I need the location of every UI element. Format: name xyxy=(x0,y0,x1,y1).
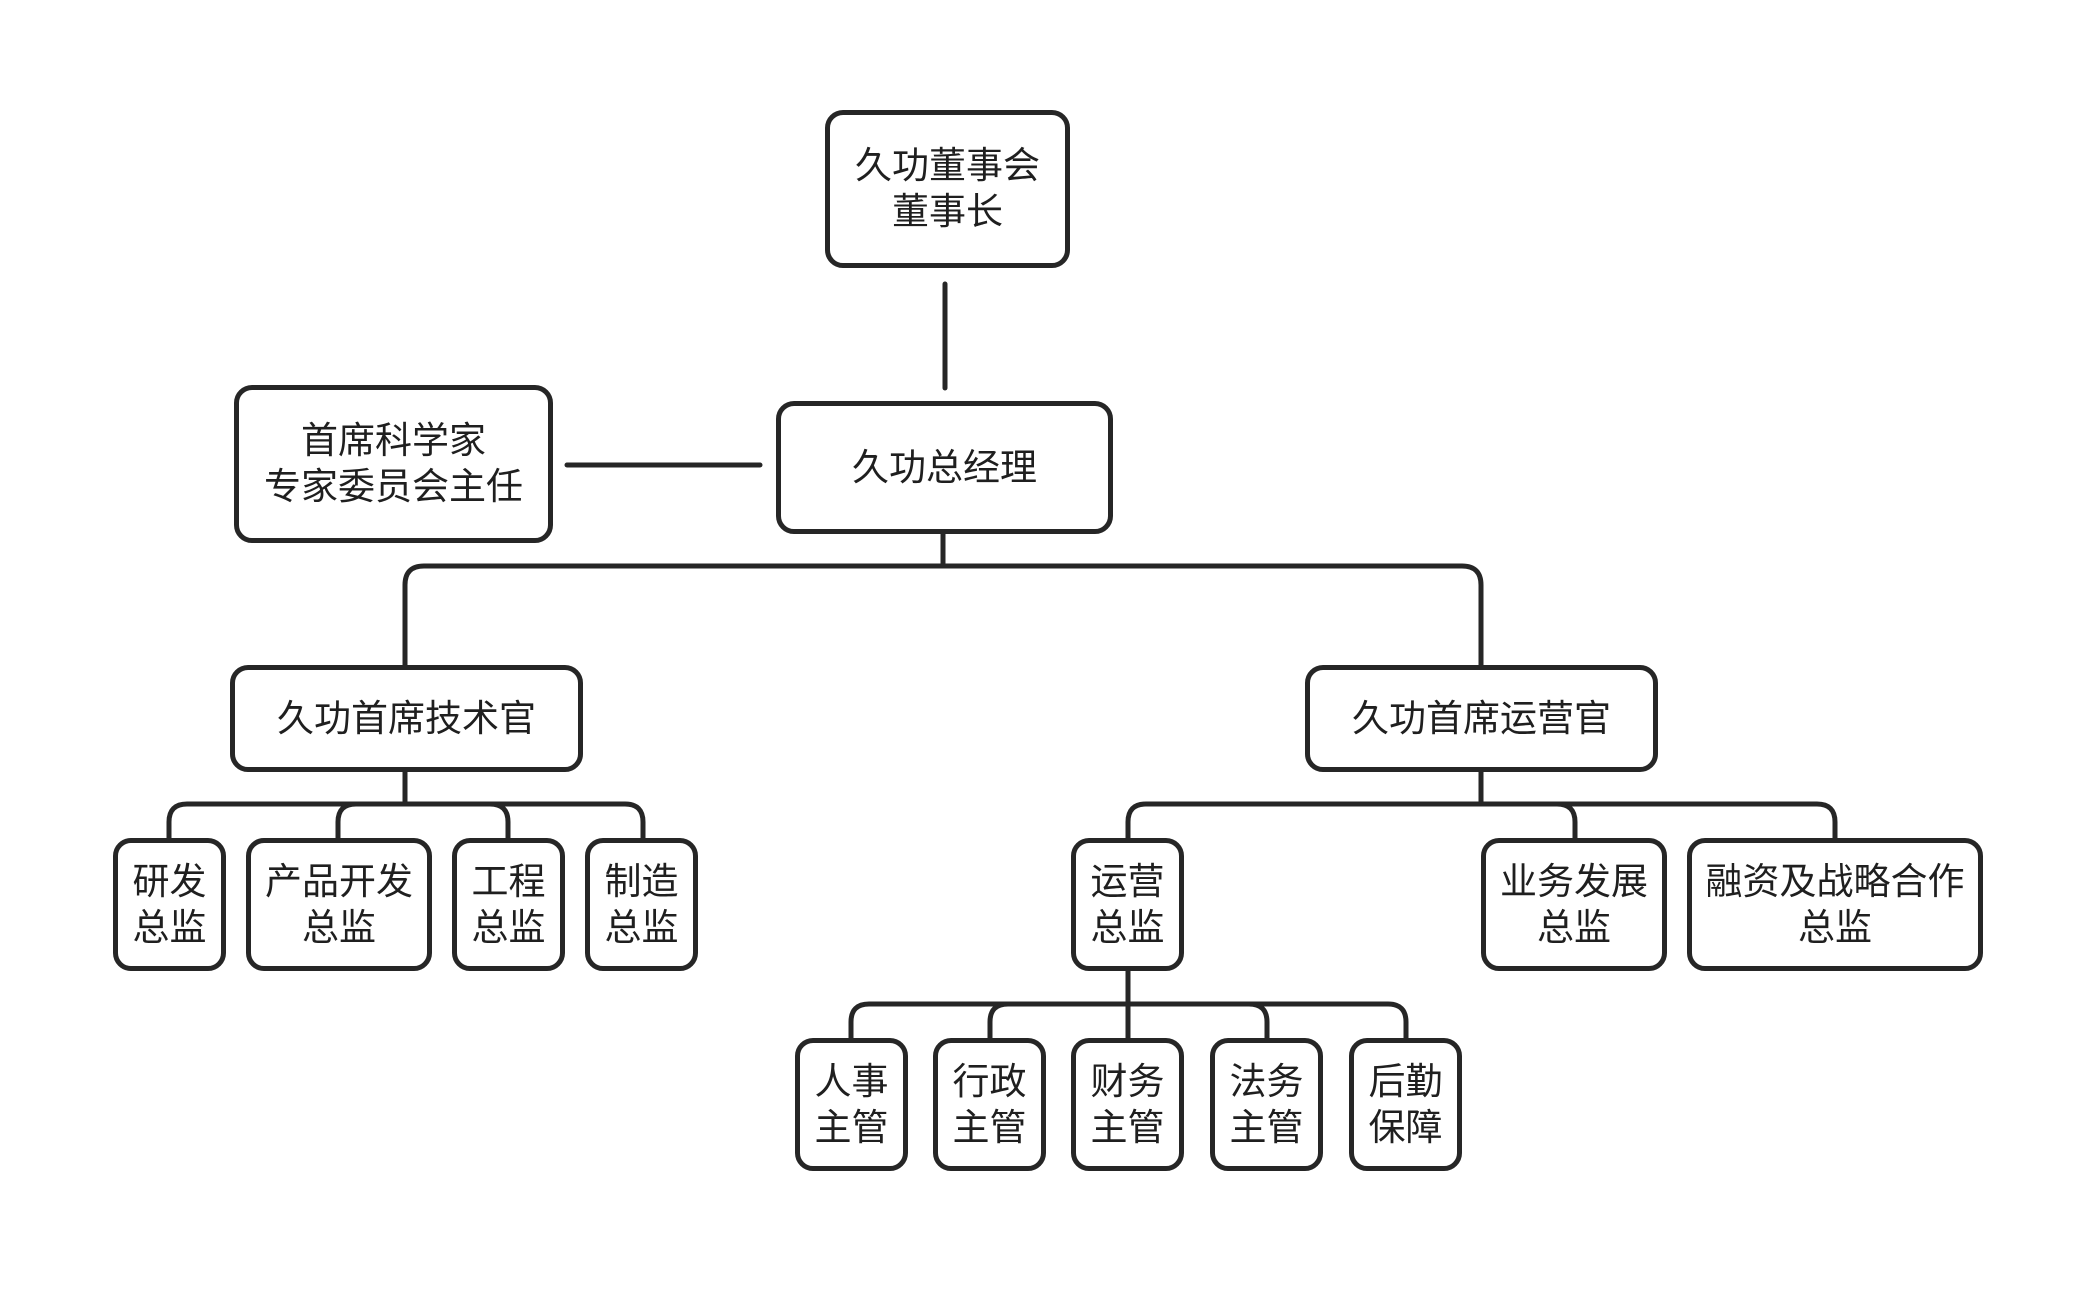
admin-manager-line1: 行政 xyxy=(952,1059,1027,1103)
financing-strategy-director-line2: 总监 xyxy=(1798,905,1872,949)
coo-node: 久功首席运营官 xyxy=(1305,665,1658,772)
finance-manager-line2: 主管 xyxy=(1090,1105,1165,1149)
manufacturing-director-line1: 制造 xyxy=(604,859,679,903)
rd-director-line2: 总监 xyxy=(132,905,207,949)
cto-node: 久功首席技术官 xyxy=(230,665,583,772)
coo-line1: 久功首席运营官 xyxy=(1352,696,1611,740)
operations-director-line2: 总监 xyxy=(1090,905,1165,949)
product-director-line2: 总监 xyxy=(302,905,376,949)
finance-manager-line1: 财务 xyxy=(1090,1059,1165,1103)
financing-strategy-director-node: 融资及战略合作 总监 xyxy=(1687,838,1983,971)
rd-director-node: 研发 总监 xyxy=(113,838,226,971)
connector-ops-mid-a xyxy=(987,1001,1011,1041)
engineering-director-line2: 总监 xyxy=(471,905,546,949)
connector-cto-branches xyxy=(166,801,646,841)
scientist-line2: 专家委员会主任 xyxy=(264,465,523,508)
manufacturing-director-line2: 总监 xyxy=(604,905,679,949)
admin-manager-line2: 主管 xyxy=(952,1105,1027,1149)
gm-line1: 久功总经理 xyxy=(852,445,1037,489)
business-development-director-line1: 业务发展 xyxy=(1500,859,1648,903)
business-development-director-line2: 总监 xyxy=(1537,905,1611,949)
scientist-line1: 首席科学家 xyxy=(301,419,486,462)
legal-manager-node: 法务 主管 xyxy=(1210,1038,1323,1171)
connector-cto-mid-b xyxy=(487,801,511,841)
connector-gm-branches xyxy=(402,563,1484,668)
admin-manager-node: 行政 主管 xyxy=(933,1038,1046,1171)
engineering-director-line1: 工程 xyxy=(471,859,546,903)
hr-manager-line1: 人事 xyxy=(814,1059,889,1103)
hr-manager-line2: 主管 xyxy=(814,1105,889,1149)
legal-manager-line1: 法务 xyxy=(1229,1059,1304,1103)
rd-director-line1: 研发 xyxy=(132,859,207,903)
operations-director-line1: 运营 xyxy=(1090,859,1165,903)
chairman-line2: 董事长 xyxy=(892,190,1003,233)
manufacturing-director-node: 制造 总监 xyxy=(585,838,698,971)
chairman-node: 久功董事会 董事长 xyxy=(825,110,1070,268)
cto-line1: 久功首席技术官 xyxy=(277,696,536,740)
scientist-node: 首席科学家 专家委员会主任 xyxy=(234,385,553,543)
connector-ops-mid-c xyxy=(1246,1001,1270,1041)
business-development-director-node: 业务发展 总监 xyxy=(1481,838,1667,971)
hr-manager-node: 人事 主管 xyxy=(795,1038,908,1171)
operations-director-node: 运营 总监 xyxy=(1071,838,1184,971)
product-director-line1: 产品开发 xyxy=(265,859,413,903)
connector-coo-mid xyxy=(1554,801,1578,841)
legal-manager-line2: 主管 xyxy=(1229,1105,1304,1149)
product-director-node: 产品开发 总监 xyxy=(246,838,432,971)
logistics-line2: 保障 xyxy=(1368,1105,1443,1149)
connector-coo-branches xyxy=(1125,801,1838,841)
chairman-line1: 久功董事会 xyxy=(855,144,1040,187)
engineering-director-node: 工程 总监 xyxy=(452,838,565,971)
connector-cto-mid-a xyxy=(335,801,359,841)
logistics-line1: 后勤 xyxy=(1368,1059,1443,1103)
logistics-node: 后勤 保障 xyxy=(1349,1038,1462,1171)
finance-manager-node: 财务 主管 xyxy=(1071,1038,1184,1171)
gm-node: 久功总经理 xyxy=(776,401,1113,534)
financing-strategy-director-line1: 融资及战略合作 xyxy=(1705,859,1965,903)
